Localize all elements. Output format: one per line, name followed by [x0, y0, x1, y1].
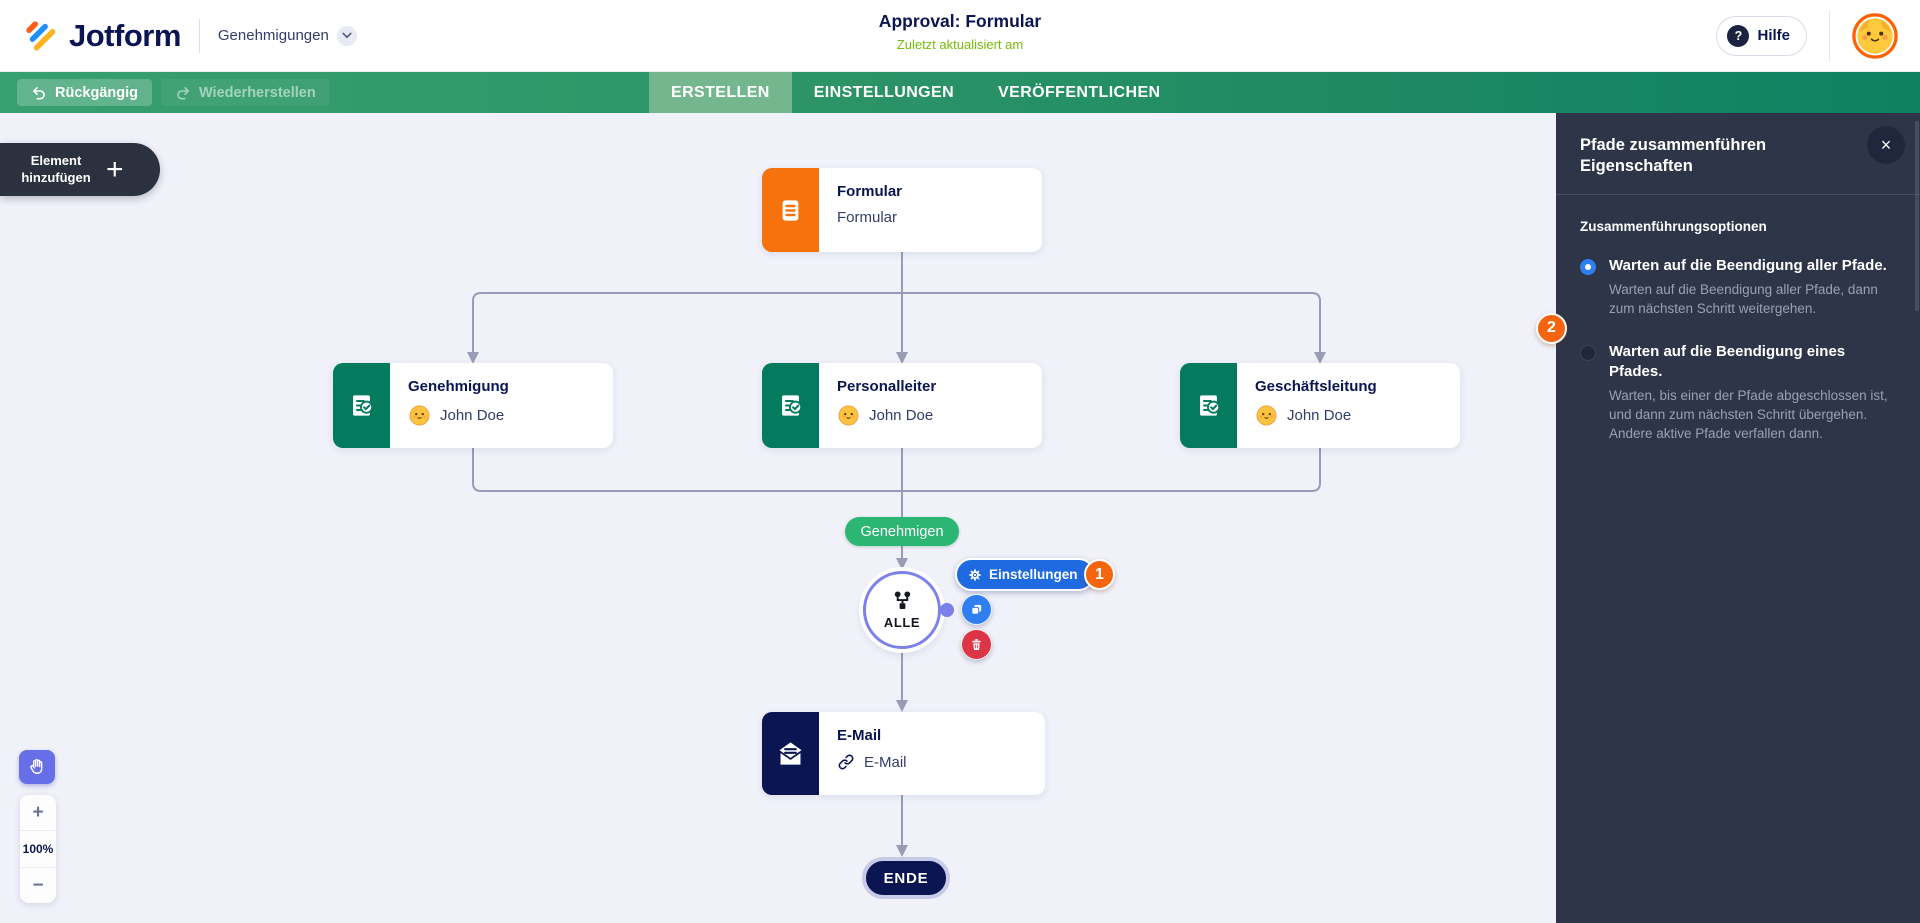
zoom-out-button[interactable]: − — [20, 866, 56, 903]
assignee-avatar — [838, 405, 859, 426]
assignee-avatar — [1256, 405, 1277, 426]
panel-scrollbar[interactable] — [1915, 121, 1919, 311]
tab-einstellungen[interactable]: EINSTELLUNGEN — [813, 83, 955, 101]
end-node[interactable]: ENDE — [862, 857, 950, 899]
add-element-button[interactable]: Element hinzufügen + — [0, 143, 160, 196]
tab-veroeffentlichen[interactable]: VERÖFFENTLICHEN — [998, 83, 1161, 101]
duplicate-button[interactable] — [961, 594, 992, 625]
merge-node-label: ALLE — [883, 615, 921, 630]
minus-icon: − — [32, 874, 44, 896]
email-link-label: E-Mail — [864, 753, 907, 771]
envelope-icon — [762, 712, 819, 795]
node-email[interactable]: E-Mail E-Mail — [762, 712, 1045, 795]
redo-icon — [177, 86, 189, 99]
node-personalleiter[interactable]: Personalleiter John Doe — [762, 363, 1042, 448]
header-right: ? Hilfe — [1716, 9, 1898, 62]
assignee-name: John Doe — [440, 407, 505, 424]
approval-check-icon — [1180, 363, 1237, 448]
node-title: Formular — [837, 183, 903, 200]
branch-label-genehmigen: Genehmigen — [845, 517, 959, 546]
app-header: Jotform Genehmigungen Approval: Formular… — [0, 0, 1920, 72]
node-genehmigung[interactable]: Genehmigung John Doe — [333, 363, 613, 448]
zoom-in-button[interactable]: + — [20, 795, 56, 830]
option-label: Warten auf die Beendigung eines Pfades. — [1609, 343, 1846, 381]
node-subtitle: Formular — [837, 209, 898, 226]
user-avatar[interactable] — [1852, 12, 1898, 59]
radio-selected[interactable] — [1580, 258, 1596, 275]
panel-body: 2 Zusammenführungsoptionen Warten auf di… — [1536, 195, 1920, 444]
document-title-block: Approval: Formular Zuletzt aktualisiert … — [879, 11, 1041, 52]
node-title: Genehmigung — [408, 378, 509, 395]
hint-badge-2: 2 — [1536, 312, 1567, 344]
jotform-logo-icon — [26, 21, 56, 51]
hint-badge-1: 1 — [1084, 559, 1115, 590]
panel-header: Pfade zusammenführen Eigenschaften × — [1556, 113, 1920, 195]
close-panel-button[interactable]: × — [1867, 126, 1905, 164]
builder-tabs: ERSTELLEN EINSTELLUNGEN VERÖFFENTLICHEN — [649, 72, 1183, 113]
connection-port-dot[interactable] — [940, 603, 954, 617]
help-button[interactable]: ? Hilfe — [1716, 15, 1807, 56]
assignee-avatar — [409, 405, 430, 426]
merge-settings-button[interactable]: Einstellungen — [955, 558, 1095, 591]
merge-option-wait-all[interactable]: Warten auf die Beendigung aller Pfade. W… — [1580, 256, 1896, 319]
help-label: Hilfe — [1757, 27, 1790, 44]
node-title: E-Mail — [837, 727, 882, 744]
merge-option-wait-one[interactable]: Warten auf die Beendigung eines Pfades. … — [1580, 342, 1896, 443]
question-icon: ? — [1727, 24, 1750, 47]
radio-unselected[interactable] — [1580, 345, 1596, 362]
merge-paths-icon — [894, 591, 910, 609]
approval-check-icon — [333, 363, 390, 448]
add-element-label: Element hinzufügen — [21, 153, 91, 185]
approval-check-icon — [762, 363, 819, 448]
tab-erstellen[interactable]: ERSTELLEN — [649, 72, 792, 113]
page-title: Approval: Formular — [878, 11, 1042, 31]
panel-title: Pfade zusammenführen Eigenschaften — [1580, 136, 1767, 176]
hand-icon — [30, 758, 43, 774]
history-buttons: Rückgängig Wiederherstellen — [17, 79, 330, 106]
link-icon — [838, 754, 854, 770]
settings-label: Einstellungen — [989, 567, 1078, 582]
undo-icon — [33, 86, 45, 99]
option-label: Warten auf die Beendigung aller Pfade. — [1609, 256, 1887, 274]
zoom-level-display[interactable]: 100% — [20, 830, 56, 866]
undo-label: Rückgängig — [55, 84, 138, 101]
delete-button[interactable] — [961, 629, 992, 660]
node-formular[interactable]: Formular Formular — [762, 168, 1042, 252]
product-picker[interactable]: Genehmigungen — [217, 25, 357, 46]
merge-node-alle[interactable]: ALLE — [863, 571, 941, 649]
pan-tool-button[interactable] — [19, 750, 55, 784]
copy-icon — [971, 604, 982, 615]
jotform-brand[interactable]: Jotform — [22, 17, 181, 54]
flow-connectors — [467, 252, 1326, 857]
form-icon — [762, 168, 819, 252]
brand-wordmark: Jotform — [69, 17, 181, 53]
node-geschaeftsleitung[interactable]: Geschäftsleitung John Doe — [1180, 363, 1460, 448]
redo-button[interactable]: Wiederherstellen — [160, 79, 330, 106]
node-title: Geschäftsleitung — [1255, 378, 1377, 395]
close-icon: × — [1880, 134, 1892, 155]
undo-button[interactable]: Rückgängig — [17, 79, 152, 106]
header-divider — [198, 18, 200, 53]
plus-icon: + — [32, 802, 44, 824]
assignee-name: John Doe — [1287, 407, 1352, 424]
header-divider-2 — [1829, 9, 1830, 62]
option-description: Warten, bis einer der Pfade abgeschlosse… — [1609, 388, 1888, 441]
node-title: Personalleiter — [837, 378, 937, 395]
zoom-controls: + 100% − — [20, 795, 56, 903]
redo-label: Wiederherstellen — [198, 84, 316, 101]
assignee-name: John Doe — [869, 407, 934, 424]
option-description: Warten auf die Beendigung aller Pfade, d… — [1609, 281, 1878, 316]
trash-icon — [972, 639, 981, 650]
zoom-level-value: 100% — [22, 841, 54, 856]
properties-panel: Pfade zusammenführen Eigenschaften × 2 Z… — [1536, 113, 1920, 923]
chevron-down-icon — [336, 25, 357, 46]
gear-icon — [969, 568, 981, 581]
product-picker-label: Genehmigungen — [217, 27, 329, 44]
plus-icon: + — [106, 152, 124, 186]
merge-options-section-title: Zusammenführungsoptionen — [1580, 218, 1767, 234]
last-updated-label: Zuletzt aktualisiert am — [896, 37, 1024, 52]
builder-toolbar: Rückgängig Wiederherstellen ERSTELLEN EI… — [0, 72, 1920, 113]
